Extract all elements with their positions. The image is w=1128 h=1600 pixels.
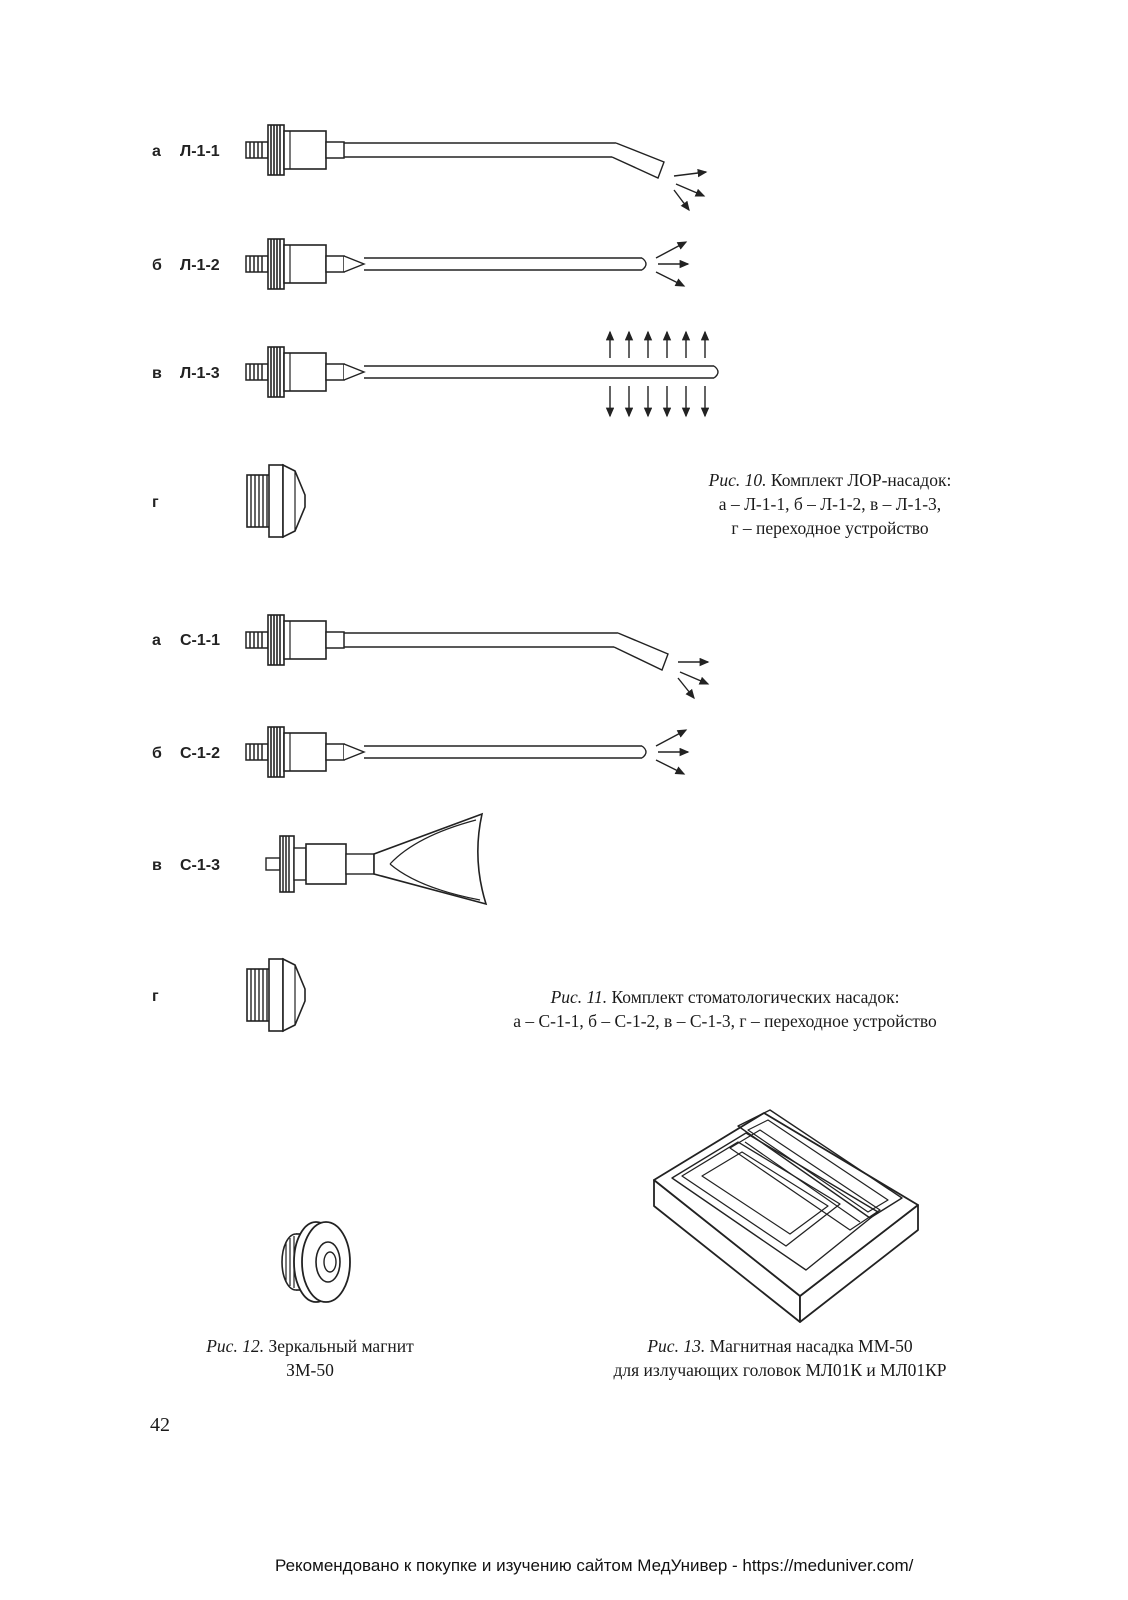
- fig10-row-a-code: Л-1-1: [180, 143, 220, 160]
- nozzle-l-1-3: [245, 330, 719, 418]
- fig10-row-b-letter: б: [152, 257, 162, 274]
- fig10-caption: Рис. 10. Комплект ЛОР-насадок: а – Л-1-1…: [660, 468, 1000, 540]
- fig12-caption-line1: Рис. 12. Зеркальный магнит: [160, 1334, 460, 1358]
- nozzle-l-1-2: [245, 238, 690, 290]
- fig13-caption-line1: Рис. 13. Магнитная насадка ММ-50: [560, 1334, 1000, 1358]
- fig13-caption-title: Магнитная насадка ММ-50: [705, 1336, 913, 1356]
- adapter-fig11: [246, 958, 306, 1032]
- fig13-caption: Рис. 13. Магнитная насадка ММ-50 для изл…: [560, 1334, 1000, 1382]
- fig10-caption-line3: г – переходное устройство: [731, 518, 929, 538]
- fig10-caption-title: Комплект ЛОР-насадок:: [766, 470, 952, 490]
- fig11-row-b-code: С-1-2: [180, 745, 221, 762]
- fig11-caption: Рис. 11. Комплект стоматологических наса…: [455, 985, 995, 1033]
- adapter-fig10: [246, 464, 306, 538]
- fig11-caption-line2: а – С-1-1, б – С-1-2, в – С-1-3, г – пер…: [513, 1011, 937, 1031]
- page-number: 42: [150, 1414, 170, 1436]
- fig12-caption: Рис. 12. Зеркальный магнит ЗМ-50: [160, 1334, 460, 1382]
- fig13-caption-prefix: Рис. 13.: [647, 1336, 706, 1356]
- magnetic-nozzle-mm50: [653, 1109, 919, 1323]
- fig11-row-v-code: С-1-3: [180, 857, 221, 874]
- fig11-caption-prefix: Рис. 11.: [550, 987, 608, 1007]
- footer-link[interactable]: Рекомендовано к покупке и изучению сайто…: [275, 1556, 914, 1575]
- fig11-row-a-letter: а: [152, 632, 161, 649]
- fig10-caption-line1: Рис. 10. Комплект ЛОР-насадок:: [660, 468, 1000, 492]
- mirror-magnet: [281, 1221, 351, 1303]
- nozzle-s-1-2: [245, 726, 690, 778]
- fig12-caption-title: Зеркальный магнит: [264, 1336, 414, 1356]
- fig10-row-v-letter: в: [152, 365, 162, 382]
- fig11-row-a-code: С-1-1: [180, 632, 221, 649]
- fig11-row-g-letter: г: [152, 988, 159, 1005]
- fig10-caption-prefix: Рис. 10.: [708, 470, 767, 490]
- fig10-row-v-code: Л-1-3: [180, 365, 220, 382]
- fig12-caption-line2: ЗМ-50: [286, 1360, 334, 1380]
- fig11-row-v-letter: в: [152, 857, 162, 874]
- fig10-row-g-letter: г: [152, 494, 159, 511]
- nozzle-s-1-1: [245, 614, 710, 700]
- fig13-caption-line2: для излучающих головок МЛ01К и МЛ01КР: [613, 1360, 947, 1380]
- fig11-caption-line1: Рис. 11. Комплект стоматологических наса…: [455, 985, 995, 1009]
- fig10-row-b-code: Л-1-2: [180, 257, 220, 274]
- fig10-caption-line2: а – Л-1-1, б – Л-1-2, в – Л-1-3,: [718, 494, 942, 514]
- nozzle-l-1-1: [245, 124, 708, 212]
- fig11-caption-title: Комплект стоматологических насадок:: [607, 987, 900, 1007]
- nozzle-s-1-3: [265, 812, 488, 906]
- fig12-caption-prefix: Рис. 12.: [206, 1336, 265, 1356]
- fig10-row-a-letter: а: [152, 143, 161, 160]
- fig11-row-b-letter: б: [152, 745, 162, 762]
